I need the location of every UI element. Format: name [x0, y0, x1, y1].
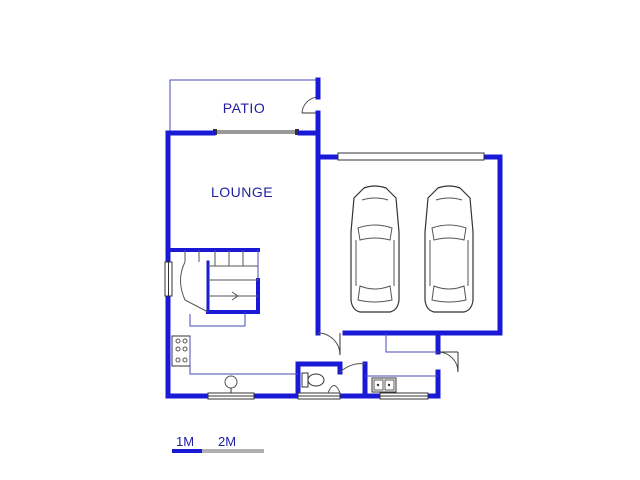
garage-door-swing-icon — [317, 332, 459, 373]
bottom-window-left — [207, 375, 255, 400]
room-label-patio: PATIO — [223, 100, 265, 116]
car-icon — [350, 185, 400, 313]
sink-icon — [371, 377, 397, 393]
bathroom-window — [297, 392, 341, 400]
toilet-icon — [301, 372, 325, 388]
staircase-icon — [168, 248, 260, 327]
counter — [385, 333, 438, 353]
bathroom-door-swing-icon — [339, 363, 366, 373]
basin-icon — [327, 385, 341, 394]
room-label-lounge: LOUNGE — [211, 184, 273, 200]
stove-icon — [171, 335, 191, 367]
scale-bar: 1M 2M — [172, 434, 264, 453]
left-window — [164, 261, 173, 297]
walls — [165, 77, 503, 399]
scale-label-1m: 1M — [176, 434, 194, 449]
car-icon — [424, 185, 474, 313]
bottom-window-right — [379, 392, 429, 400]
scale-label-2m: 2M — [218, 434, 236, 449]
kitchen-counter — [189, 336, 298, 375]
garage-door — [337, 152, 485, 161]
